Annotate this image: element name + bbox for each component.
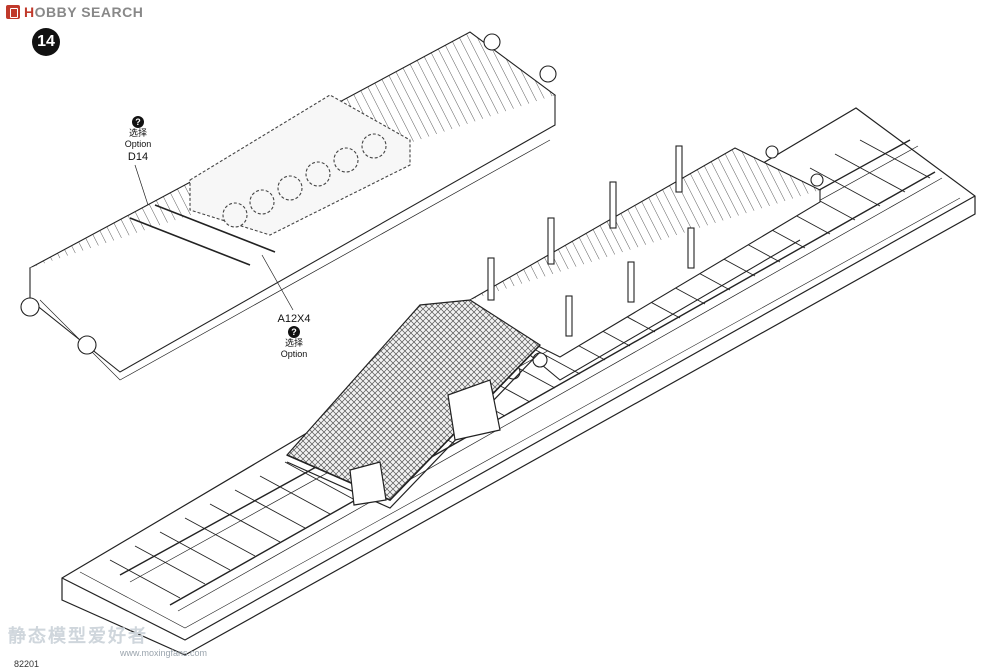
watermark-text: 静态模型爱好者 bbox=[8, 626, 148, 646]
tank-silhouette bbox=[189, 94, 411, 236]
flatcar-upper bbox=[20, 31, 557, 381]
callout-zh: 选择 bbox=[284, 338, 303, 348]
logo-text: HOBBY SEARCH bbox=[24, 4, 144, 20]
callout-option-d14: ? 选择 Option D14 bbox=[108, 116, 168, 164]
question-icon: ? bbox=[288, 326, 300, 338]
part-number-d14: D14 bbox=[127, 151, 149, 163]
part-number-a12x4: A12X4 bbox=[277, 313, 311, 325]
callout-en: Option bbox=[280, 349, 308, 359]
loading-ramp bbox=[286, 299, 541, 509]
callout-zh: 选择 bbox=[128, 128, 147, 138]
flatcar-lower bbox=[468, 145, 824, 381]
logo-mark-icon bbox=[6, 5, 20, 19]
callout-option-a12x4: A12X4 ? 选择 Option bbox=[266, 312, 322, 360]
watermark-url: www.moxingfans.com bbox=[120, 648, 208, 658]
buffers-upper bbox=[20, 33, 557, 355]
step-number-badge: 14 bbox=[32, 28, 60, 56]
question-icon: ? bbox=[132, 116, 144, 128]
stakes bbox=[487, 145, 695, 337]
callout-en: Option bbox=[124, 139, 152, 149]
hobby-search-logo: HOBBY SEARCH bbox=[6, 4, 143, 20]
page-code: 82201 bbox=[14, 659, 40, 669]
